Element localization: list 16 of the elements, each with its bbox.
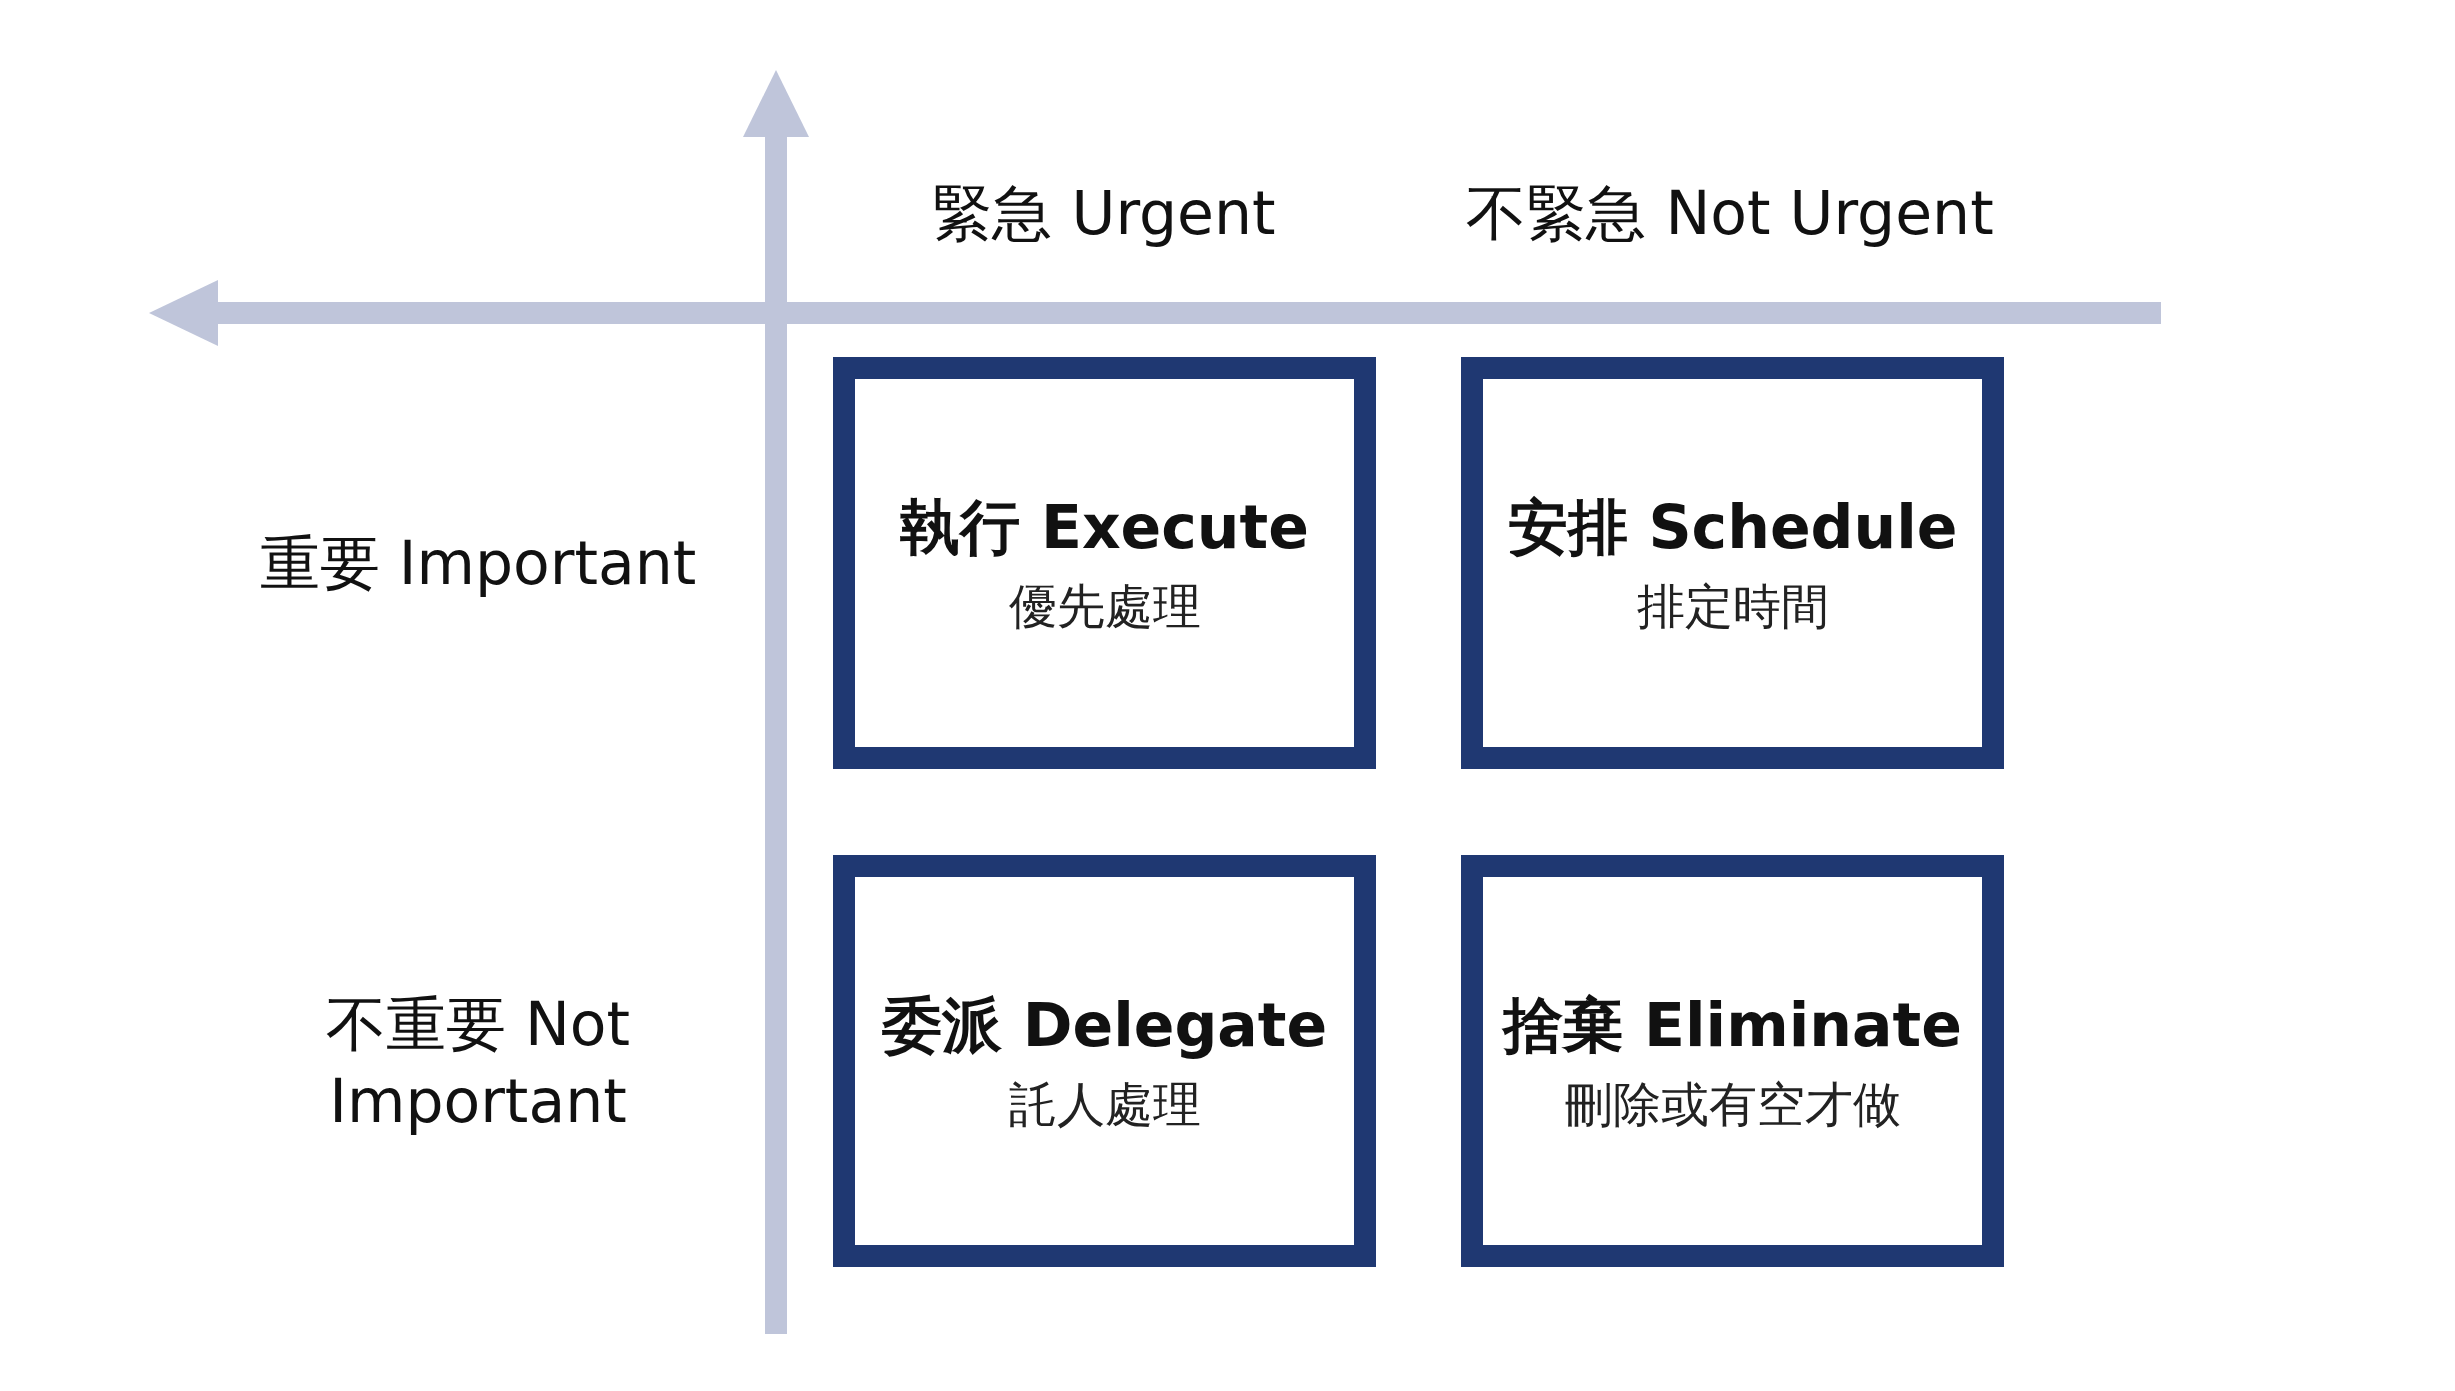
quadrant-box	[1461, 855, 2004, 1267]
quadrant-box	[833, 855, 1376, 1267]
quadrant-subtitle: 優先處理	[1008, 576, 1201, 636]
quadrant-subtitle: 刪除或有空才做	[1564, 1074, 1901, 1134]
quadrant-box	[1461, 357, 2004, 769]
quadrant-title: 委派 Delegate	[881, 988, 1328, 1062]
quadrant-title: 捨棄 Eliminate	[1503, 988, 1962, 1062]
row-label: 不重要 Not Important	[324, 987, 632, 1136]
quadrant-title: 執行 Execute	[900, 490, 1309, 564]
quadrant-title: 安排 Schedule	[1507, 490, 1958, 564]
quadrant-box	[833, 357, 1376, 769]
row-label: 重要 Important	[258, 526, 698, 600]
quadrant-subtitle: 託人處理	[1008, 1074, 1201, 1134]
column-label: 不緊急 Not Urgent	[1466, 176, 1994, 250]
column-label: 緊急 Urgent	[932, 176, 1276, 250]
quadrant-subtitle: 排定時間	[1636, 576, 1829, 636]
